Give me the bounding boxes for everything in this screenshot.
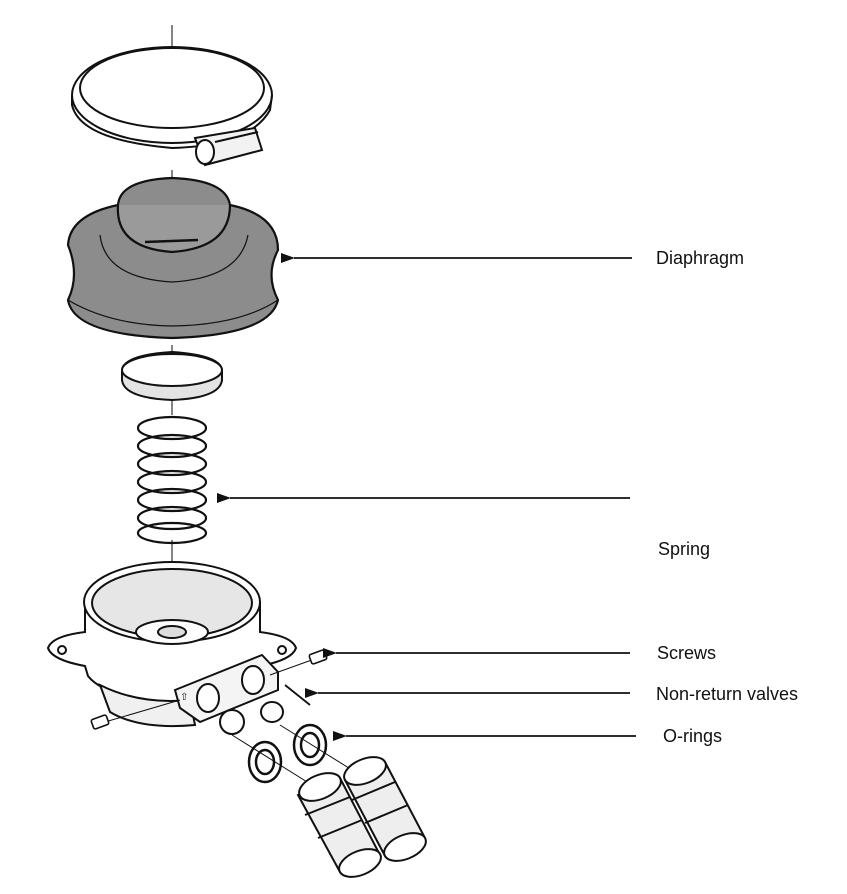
hose-clamp [71,46,273,167]
label-screws: Screws [657,643,717,663]
o-rings [247,723,328,784]
label-spring: Spring [658,539,711,559]
screws [90,649,328,730]
non-return-valves [219,684,311,735]
spring [136,415,208,545]
label-o-rings: O-rings [663,726,723,746]
label-diaphragm: Diaphragm [656,248,745,268]
leader-arrows [217,253,636,741]
valve-housing: ⇧ [46,561,298,728]
svg-text:⇧: ⇧ [180,692,188,703]
pressure-disc [121,350,223,402]
diaphragm [66,176,280,340]
label-non-return-valves: Non-return valves [656,684,799,704]
push-fit-fittings [231,724,427,878]
